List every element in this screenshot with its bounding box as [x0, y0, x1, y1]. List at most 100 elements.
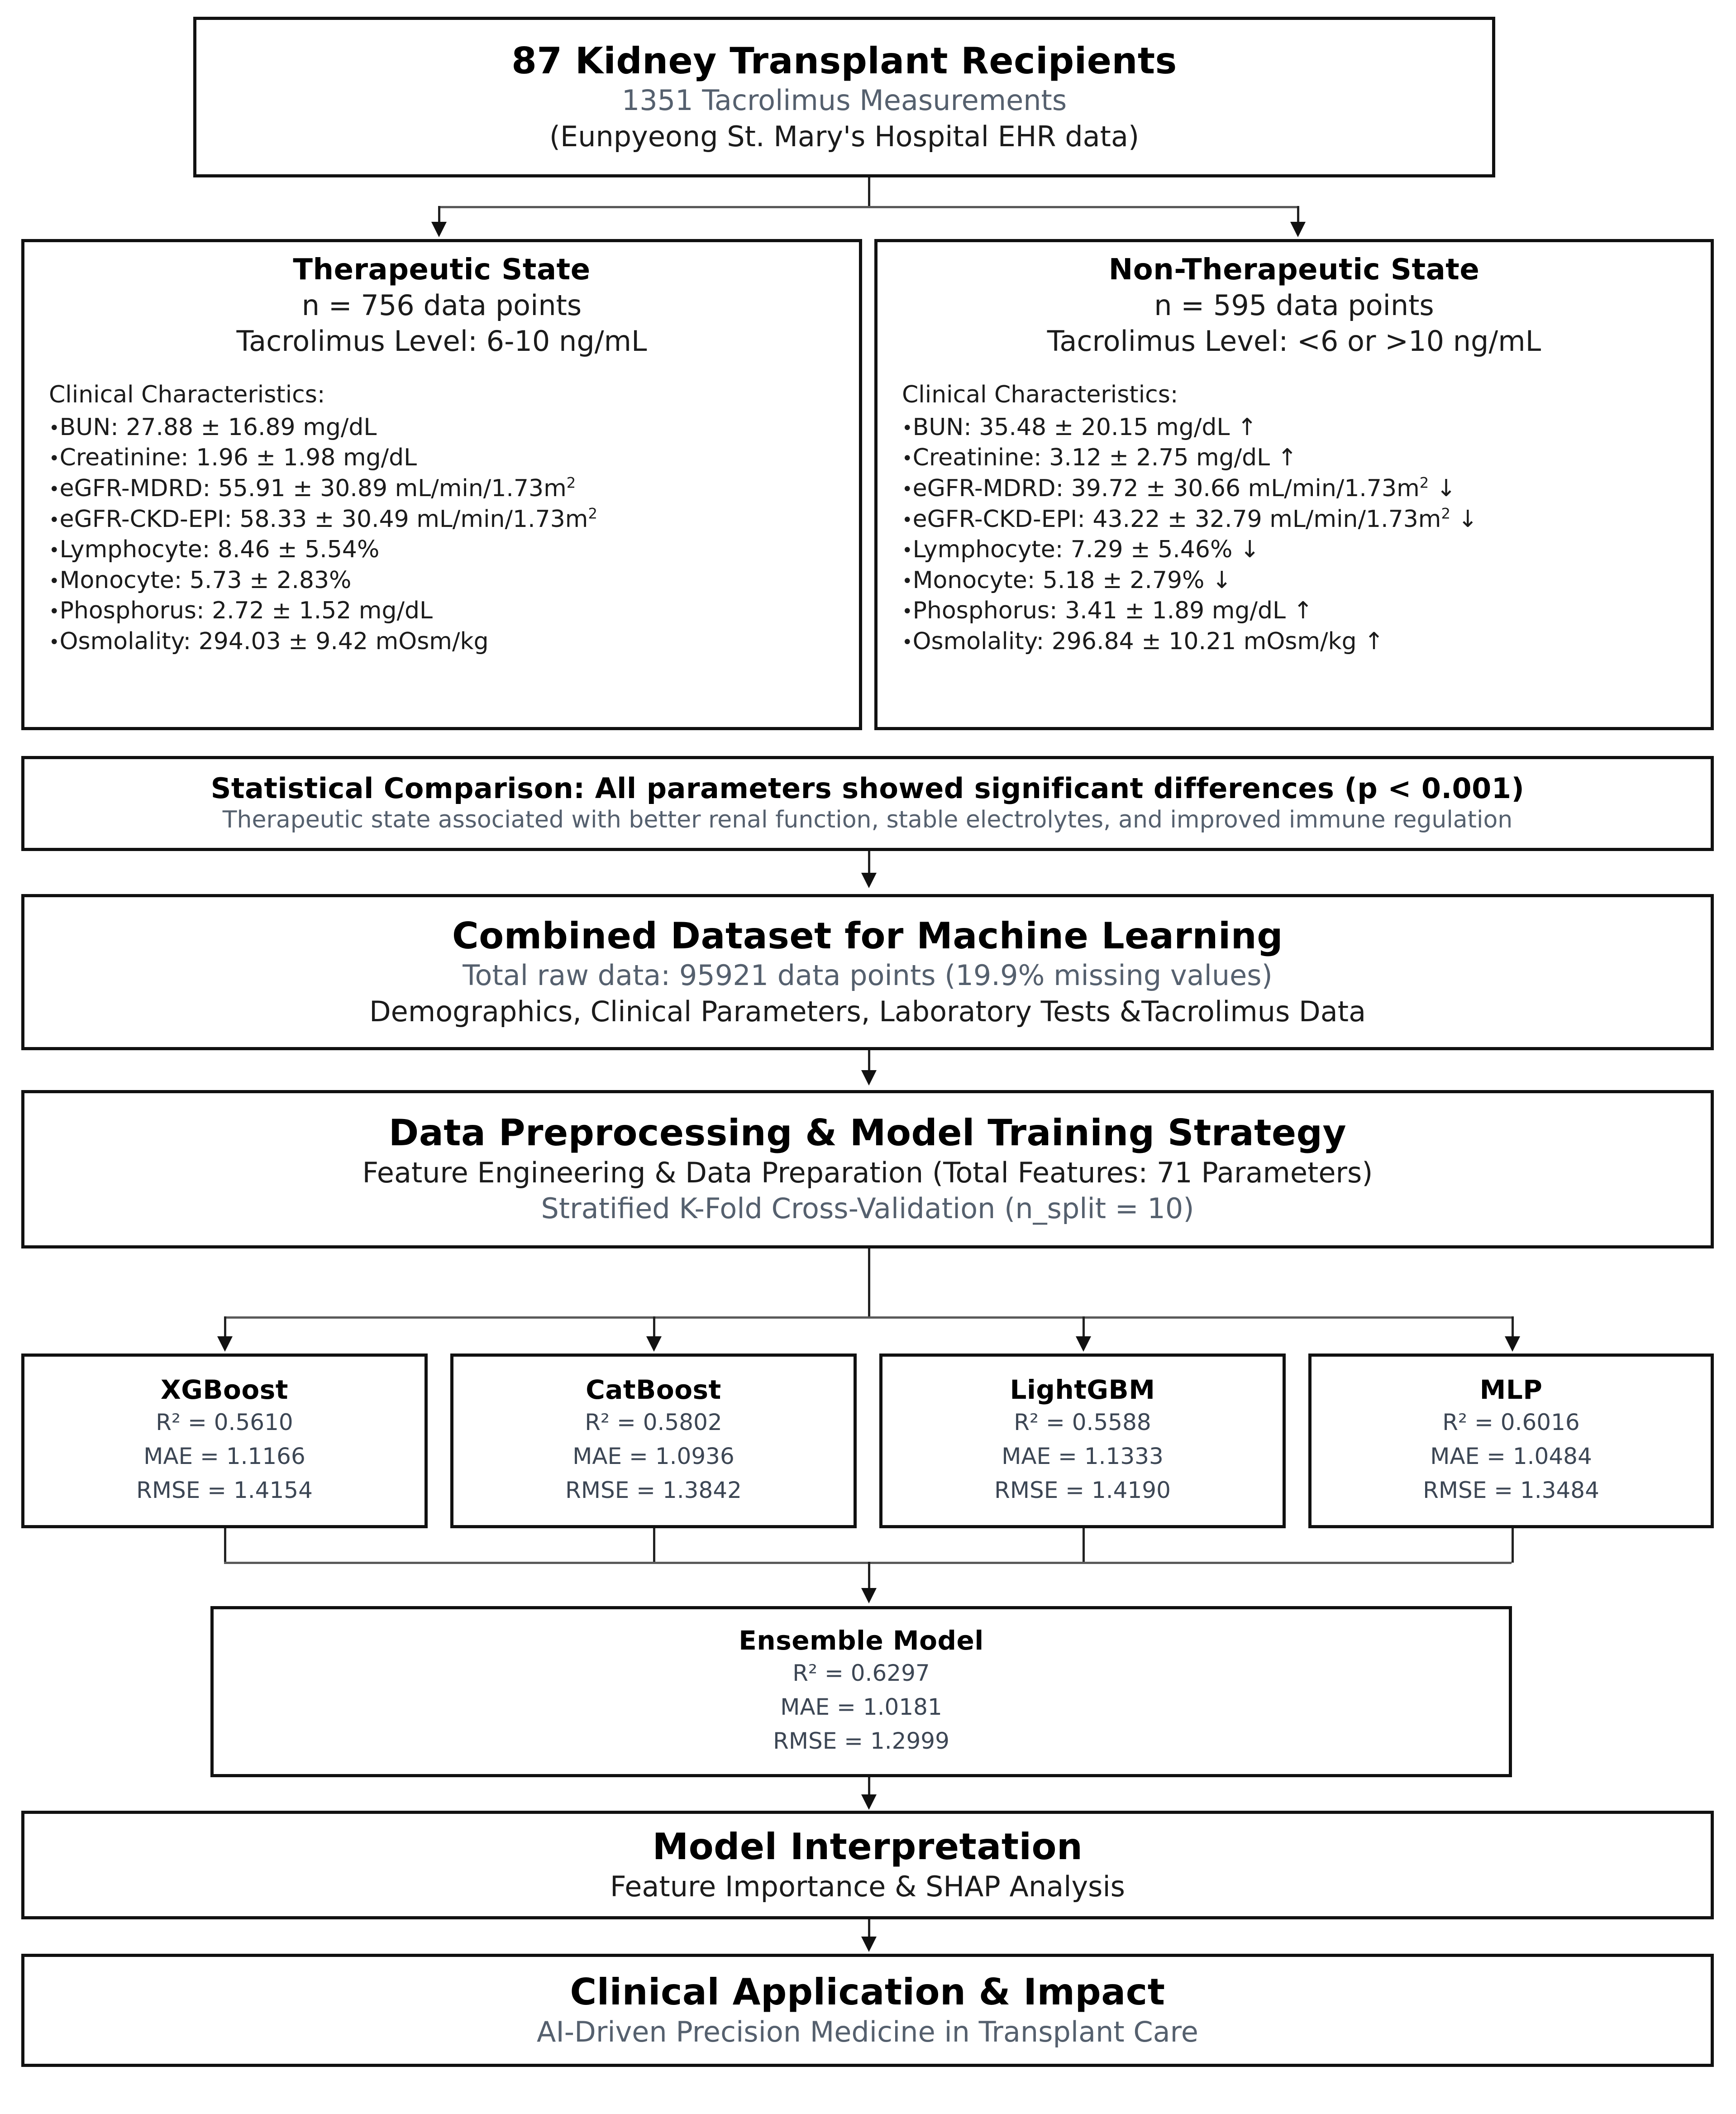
node-therapeutic-state[interactable]: Therapeutic State n = 756 data points Ta… [21, 239, 862, 730]
model-3-r2: R² = 0.5588 [1014, 1409, 1151, 1435]
bullet-icon: • [902, 417, 913, 439]
model-2-name: CatBoost [586, 1374, 721, 1406]
model-4-rmse: RMSE = 1.3484 [1423, 1477, 1599, 1503]
bullet-icon: • [902, 448, 913, 469]
connector-model-1-drop [224, 1316, 226, 1338]
model-1-rmse: RMSE = 1.4154 [136, 1477, 313, 1503]
interpretation-title: Model Interpretation [652, 1826, 1083, 1868]
bullet-icon: • [902, 631, 913, 653]
bullet-icon: • [49, 601, 60, 622]
bullet-icon: • [902, 570, 913, 592]
unit-superscript: 2 [566, 474, 576, 492]
arrow-up-icon: ↑ [1356, 627, 1384, 655]
non-therapeutic-title: Non-Therapeutic State [1108, 253, 1480, 287]
clinical-characteristic-item: •Creatinine: 3.12 ± 2.75 mg/dL ↑ [902, 443, 1686, 473]
model-3-mae: MAE = 1.1333 [1002, 1443, 1164, 1469]
cohort-title: 87 Kidney Transplant Recipients [511, 39, 1177, 82]
clinical-characteristic-text: Phosphorus: 2.72 ± 1.52 mg/dL [59, 597, 433, 625]
node-model-interpretation[interactable]: Model Interpretation Feature Importance … [21, 1811, 1714, 1919]
node-model-mlp[interactable]: MLP R² = 0.6016 MAE = 1.0484 RMSE = 1.34… [1308, 1354, 1714, 1528]
non-therapeutic-clinical-items: •BUN: 35.48 ± 20.15 mg/dL ↑•Creatinine: … [902, 412, 1686, 657]
preprocessing-subtitle-1: Feature Engineering & Data Preparation (… [362, 1156, 1373, 1189]
connector-model-4-drop [1512, 1316, 1514, 1338]
unit-superscript: 2 [1441, 505, 1450, 522]
ensemble-mae: MAE = 1.0181 [780, 1693, 942, 1720]
ensemble-rmse: RMSE = 1.2999 [773, 1727, 949, 1754]
clinical-characteristic-text: Creatinine: 1.96 ± 1.98 mg/dL [59, 444, 417, 472]
node-ensemble[interactable]: Ensemble Model R² = 0.6297 MAE = 1.0181 … [210, 1606, 1512, 1777]
arrow-up-icon: ↑ [1285, 597, 1313, 625]
model-2-rmse: RMSE = 1.3842 [565, 1477, 742, 1503]
connector-model-1-up [224, 1528, 226, 1563]
clinical-characteristic-text: Osmolality: 296.84 ± 10.21 mOsm/kg [912, 627, 1357, 655]
unit-superscript: 2 [588, 505, 597, 522]
statistical-comparison-title: Statistical Comparison: All parameters s… [210, 772, 1525, 805]
arrow-down-icon: ↓ [1429, 475, 1456, 502]
connector-cohort-bar [438, 206, 1298, 208]
therapeutic-clinical-header: Clinical Characteristics: [49, 381, 325, 409]
connector-cohort-stem [868, 177, 870, 207]
therapeutic-clinical-items: •BUN: 27.88 ± 16.89 mg/dL•Creatinine: 1.… [49, 412, 835, 657]
unit-superscript: 2 [1419, 474, 1429, 492]
node-model-lightgbm[interactable]: LightGBM R² = 0.5588 MAE = 1.1333 RMSE =… [879, 1354, 1286, 1528]
node-preprocessing[interactable]: Data Preprocessing & Model Training Stra… [21, 1090, 1714, 1248]
therapeutic-clinical-list: Clinical Characteristics: • BUN: 27.88 ± … [37, 380, 846, 657]
connector-ensemble-stem [868, 1562, 870, 1590]
clinical-characteristic-text: eGFR-CKD-EPI: 58.33 ± 30.49 mL/min/1.73m [59, 505, 588, 533]
connector-ensemble-bar [224, 1562, 1512, 1564]
model-2-r2: R² = 0.5802 [585, 1409, 722, 1435]
arrow-to-ensemble [861, 1588, 877, 1603]
connector-dataset-to-preprocessing [868, 1050, 870, 1072]
arrow-to-model-1 [217, 1336, 233, 1352]
clinical-application-subtitle: AI-Driven Precision Medicine in Transpla… [537, 2015, 1198, 2048]
non-therapeutic-clinical-list: Clinical Characteristics: •BUN: 35.48 ± … [890, 380, 1698, 657]
node-clinical-application[interactable]: Clinical Application & Impact AI-Driven … [21, 1954, 1714, 2067]
preprocessing-title: Data Preprocessing & Model Training Stra… [388, 1112, 1347, 1154]
combined-dataset-subtitle-2: Demographics, Clinical Parameters, Labor… [369, 995, 1366, 1028]
clinical-characteristic-text: eGFR-MDRD: 55.91 ± 30.89 mL/min/1.73m [59, 475, 567, 502]
clinical-characteristic-item: •eGFR-CKD-EPI: 43.22 ± 32.79 mL/min/1.73… [902, 504, 1686, 535]
clinical-characteristic-item: •Phosphorus: 2.72 ± 1.52 mg/dL [49, 596, 835, 627]
clinical-characteristic-text: Lymphocyte: 7.29 ± 5.46% [912, 536, 1233, 564]
arrow-to-preprocessing [861, 1070, 877, 1086]
interpretation-subtitle: Feature Importance & SHAP Analysis [610, 1870, 1125, 1903]
cohort-subtitle-1: 1351 Tacrolimus Measurements [621, 84, 1067, 117]
node-non-therapeutic-state[interactable]: Non-Therapeutic State n = 595 data point… [874, 239, 1714, 730]
clinical-characteristic-item: •Monocyte: 5.18 ± 2.79% ↓ [902, 565, 1686, 596]
node-cohort[interactable]: 87 Kidney Transplant Recipients 1351 Tac… [193, 17, 1495, 177]
bullet-icon: • [49, 448, 60, 469]
clinical-characteristic-text: BUN: 27.88 ± 16.89 mg/dL [59, 413, 377, 441]
connector-interpretation-to-application [868, 1919, 870, 1938]
node-model-catboost[interactable]: CatBoost R² = 0.5802 MAE = 1.0936 RMSE =… [450, 1354, 857, 1528]
arrow-up-icon: ↑ [1270, 444, 1297, 472]
clinical-characteristic-item: •Phosphorus: 3.41 ± 1.89 mg/dL ↑ [902, 596, 1686, 627]
bullet-icon: • [49, 540, 60, 561]
therapeutic-n: n = 756 data points [301, 288, 582, 322]
arrow-to-therapeutic [431, 222, 447, 237]
clinical-characteristic-text: Osmolality: 294.03 ± 9.42 mOsm/kg [59, 627, 489, 655]
therapeutic-level: Tacrolimus Level: 6-10 ng/mL [236, 324, 647, 358]
clinical-characteristic-text: eGFR-MDRD: 39.72 ± 30.66 mL/min/1.73m [912, 475, 1420, 502]
node-statistical-comparison[interactable]: Statistical Comparison: All parameters s… [21, 756, 1714, 851]
arrow-to-clinical-application [861, 1937, 877, 1952]
node-combined-dataset[interactable]: Combined Dataset for Machine Learning To… [21, 894, 1714, 1050]
clinical-characteristic-text: Phosphorus: 3.41 ± 1.89 mg/dL [912, 597, 1286, 625]
bullet-icon: • [49, 631, 60, 653]
clinical-characteristic-item: •eGFR-CKD-EPI: 58.33 ± 30.49 mL/min/1.73… [49, 504, 835, 535]
clinical-characteristic-item: •Osmolality: 296.84 ± 10.21 mOsm/kg ↑ [902, 627, 1686, 657]
connector-stats-to-dataset [868, 851, 870, 875]
model-1-mae: MAE = 1.1166 [143, 1443, 305, 1469]
model-4-mae: MAE = 1.0484 [1430, 1443, 1592, 1469]
connector-model-3-drop [1083, 1316, 1085, 1338]
ensemble-r2: R² = 0.6297 [792, 1660, 930, 1686]
clinical-characteristic-item: •Osmolality: 294.03 ± 9.42 mOsm/kg [49, 627, 835, 657]
preprocessing-subtitle-2: Stratified K-Fold Cross-Validation (n_sp… [541, 1192, 1194, 1225]
bullet-icon: • [49, 509, 60, 531]
bullet-icon: • [49, 479, 60, 500]
combined-dataset-subtitle-1: Total raw data: 95921 data points (19.9%… [463, 959, 1273, 992]
cohort-subtitle-2: (Eunpyeong St. Mary's Hospital EHR data) [549, 120, 1140, 153]
arrow-to-model-4 [1505, 1336, 1520, 1352]
node-model-xgboost[interactable]: XGBoost R² = 0.5610 MAE = 1.1166 RMSE = … [21, 1354, 428, 1528]
non-therapeutic-clinical-header: Clinical Characteristics: [902, 381, 1178, 409]
bullet-icon: • [902, 601, 913, 622]
